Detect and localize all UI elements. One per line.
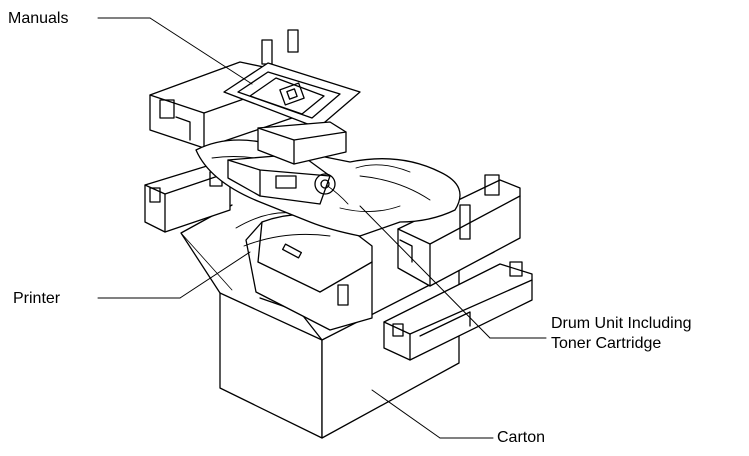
label-drum-unit: Drum Unit Including Toner Cartridge [551, 314, 692, 354]
manuals-package [223, 62, 361, 165]
label-drum-unit-line2: Toner Cartridge [551, 335, 662, 352]
label-printer: Printer [13, 290, 61, 307]
leader-carton-diag [371, 389, 441, 439]
label-drum-unit-line1: Drum Unit Including [551, 315, 692, 332]
leader-printer-diag [179, 251, 251, 299]
foam-bottom-right [383, 261, 533, 361]
label-manuals: Manuals [8, 10, 69, 27]
leader-manuals-diag [149, 17, 253, 85]
leader-drum-diag [359, 205, 491, 339]
foam-top-right [397, 174, 521, 287]
label-carton: Carton [497, 429, 546, 446]
printer-body [235, 212, 373, 331]
